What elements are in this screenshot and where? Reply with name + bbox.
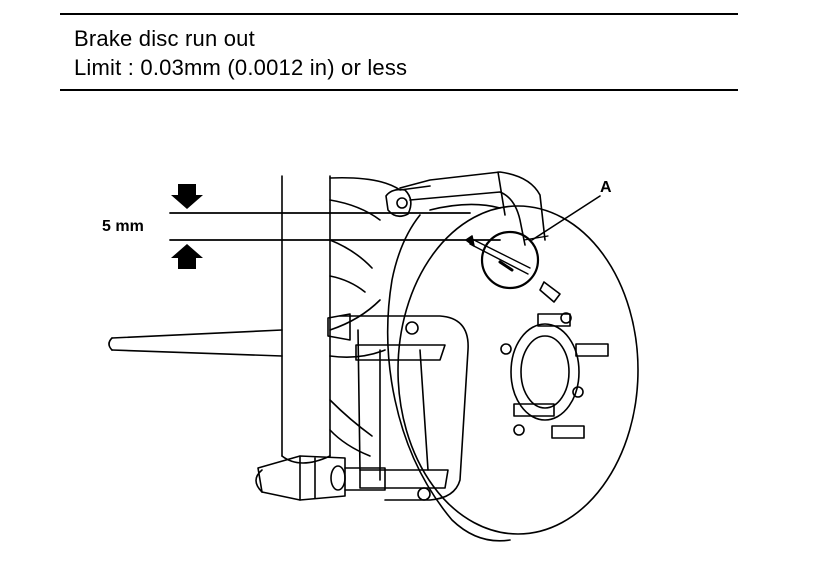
down-arrow-icon — [171, 184, 203, 209]
top-bracket — [399, 171, 546, 246]
caliper-pin — [255, 455, 386, 501]
up-arrow-icon — [171, 244, 203, 269]
knuckle — [329, 176, 431, 457]
bottom-rule — [60, 89, 738, 91]
spec-limit: Limit : 0.03mm (0.0012 in) or less — [74, 55, 408, 80]
drive-shaft — [108, 299, 386, 358]
spec-title: Brake disc run out — [74, 26, 255, 51]
dial-indicator-icon — [465, 230, 549, 290]
caliper-carrier — [327, 313, 469, 501]
top-rule — [60, 13, 738, 15]
brake-disc — [386, 203, 639, 542]
wheel-studs — [513, 281, 609, 439]
dimension-lines — [169, 212, 501, 241]
callout-label: A — [600, 179, 612, 196]
dimension-label: 5 mm — [102, 218, 144, 235]
strut-tube — [281, 175, 331, 464]
callout-leader — [531, 195, 601, 241]
